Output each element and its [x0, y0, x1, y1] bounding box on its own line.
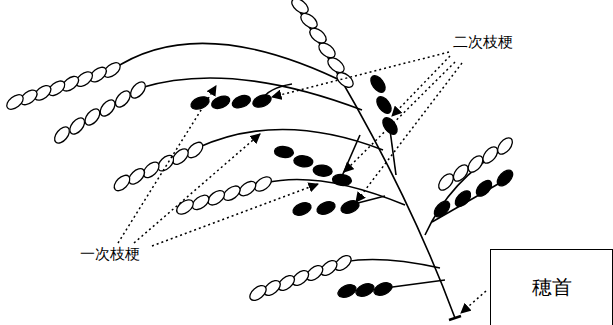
leader-line	[272, 52, 449, 97]
neck-tick	[449, 316, 461, 320]
grain	[431, 198, 452, 219]
grain	[354, 281, 376, 299]
grain	[274, 146, 294, 159]
grain	[247, 283, 269, 304]
grain	[291, 200, 313, 217]
grain	[113, 88, 134, 110]
grain	[325, 55, 347, 75]
grain	[374, 94, 394, 116]
secondary-branch	[385, 280, 445, 288]
part-name: 一次枝梗	[78, 245, 142, 263]
grain	[251, 92, 273, 109]
grain	[293, 155, 313, 168]
grain	[316, 40, 338, 60]
leader-line	[461, 291, 486, 313]
grain	[4, 92, 26, 112]
grain	[307, 25, 329, 45]
grain	[230, 93, 252, 110]
grain	[52, 124, 73, 146]
grain	[372, 280, 394, 298]
grain	[82, 106, 103, 128]
label-box: 穂首	[490, 249, 613, 325]
leader-line	[118, 86, 216, 243]
primary-branch	[425, 148, 505, 235]
secondary-branch	[342, 135, 360, 176]
grain	[97, 97, 118, 119]
grain	[368, 73, 388, 95]
grain	[315, 199, 337, 216]
grain	[495, 135, 515, 157]
grain	[128, 79, 149, 101]
grain	[452, 188, 473, 209]
grain	[339, 198, 361, 215]
leader-line	[344, 62, 455, 172]
grain	[473, 178, 494, 199]
grain	[189, 94, 211, 111]
primary-branch	[140, 78, 362, 110]
leader-line	[134, 134, 260, 243]
leader-line	[356, 63, 462, 202]
rachis	[300, 12, 455, 318]
primary-branch	[345, 260, 440, 268]
node-label: 穂首	[532, 274, 572, 301]
secondary-branch	[390, 130, 396, 175]
grain	[313, 164, 333, 177]
grain	[111, 172, 132, 193]
grain	[174, 197, 196, 217]
grain	[336, 282, 358, 300]
grain	[210, 94, 232, 111]
part-name: 二次枝梗	[451, 33, 515, 51]
grain	[67, 115, 88, 137]
grain	[332, 174, 352, 187]
grain	[494, 167, 515, 188]
leader-line	[392, 56, 450, 116]
grain	[289, 0, 311, 16]
leader-line	[152, 184, 318, 246]
grain	[298, 11, 320, 31]
